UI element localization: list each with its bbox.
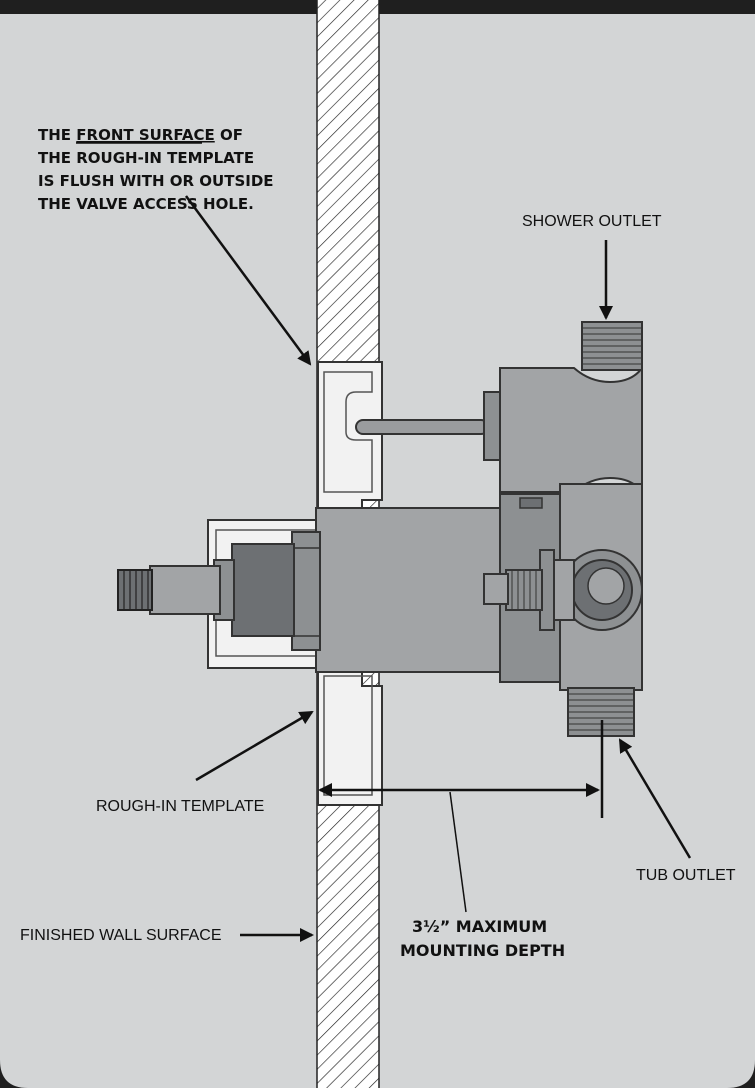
shower-outlet-label: SHOWER OUTLET: [522, 213, 662, 230]
mounting-depth-line2: MOUNTING DEPTH: [400, 941, 565, 960]
front-surface-line2: THE ROUGH-IN TEMPLATE: [38, 149, 254, 167]
rough-in-template-label: ROUGH-IN TEMPLATE: [96, 798, 264, 815]
valve-body: [117, 321, 643, 737]
front-surface-line4: THE VALVE ACCESS HOLE.: [38, 195, 254, 213]
tub-outlet-arrow: [618, 738, 692, 859]
front-surface-line1: THE FRONT SURFACE OF: [38, 126, 243, 144]
finished-wall-surface-label: FINISHED WALL SURFACE: [20, 927, 222, 944]
mounting-depth-line1: 3½” MAXIMUM: [412, 917, 547, 936]
front-surface-line3: IS FLUSH WITH OR OUTSIDE: [38, 172, 274, 190]
mounting-depth-dimension: [318, 720, 604, 913]
tub-outlet-label: TUB OUTLET: [636, 867, 736, 884]
rough-in-arrow: [195, 710, 314, 782]
front-surface-arrow: [184, 195, 312, 366]
